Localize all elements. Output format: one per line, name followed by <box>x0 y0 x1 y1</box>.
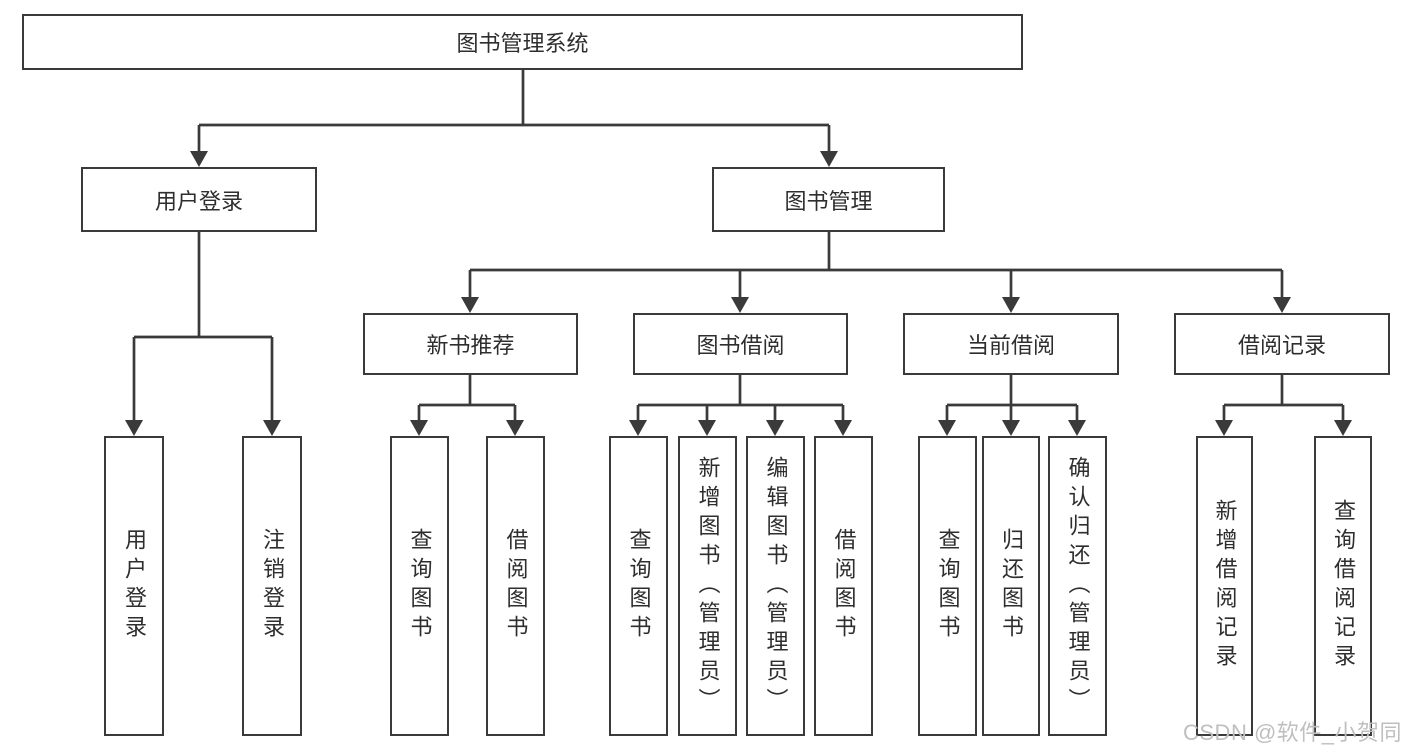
leaf-records-query-record: 查询借阅记录 <box>1314 436 1372 736</box>
leaf-current-confirm-return-admin: 确认归还（管理员） <box>1048 436 1107 736</box>
node-new-book-recommendation: 新书推荐 <box>363 313 578 375</box>
node-library-management-system: 图书管理系统 <box>22 14 1023 70</box>
arrow-down-icon <box>410 420 428 436</box>
arrow-down-icon <box>1002 420 1020 436</box>
arrow-down-icon <box>731 297 749 313</box>
arrow-down-icon <box>461 297 479 313</box>
node-current-borrowing: 当前借阅 <box>903 313 1119 375</box>
leaf-borrowing-add-books-admin: 新增图书（管理员） <box>678 436 737 736</box>
arrow-down-icon <box>1273 297 1291 313</box>
arrow-down-icon <box>938 420 956 436</box>
arrow-down-icon <box>820 151 838 167</box>
arrow-down-icon <box>629 420 647 436</box>
arrow-down-icon <box>1068 420 1086 436</box>
leaf-logout: 注销登录 <box>242 436 302 736</box>
node-book-management: 图书管理 <box>712 167 945 232</box>
leaf-records-add-record: 新增借阅记录 <box>1196 436 1253 736</box>
leaf-user-login: 用户登录 <box>104 436 164 736</box>
arrow-down-icon <box>190 151 208 167</box>
arrow-down-icon <box>1334 420 1352 436</box>
arrow-down-icon <box>125 420 143 436</box>
node-user-login: 用户登录 <box>81 167 317 232</box>
arrow-down-icon <box>1002 297 1020 313</box>
leaf-borrowing-query-books: 查询图书 <box>609 436 668 736</box>
leaf-newbook-borrow-books: 借阅图书 <box>486 436 545 736</box>
leaf-current-return-books: 归还图书 <box>982 436 1040 736</box>
leaf-current-query-books: 查询图书 <box>918 436 977 736</box>
arrow-down-icon <box>263 420 281 436</box>
leaf-borrowing-edit-books-admin: 编辑图书（管理员） <box>746 436 805 736</box>
leaf-newbook-query-books: 查询图书 <box>390 436 449 736</box>
node-book-borrowing: 图书借阅 <box>633 313 848 375</box>
node-borrowing-records: 借阅记录 <box>1174 313 1390 375</box>
leaf-borrowing-borrow-books: 借阅图书 <box>814 436 873 736</box>
arrow-down-icon <box>698 420 716 436</box>
arrow-down-icon <box>834 420 852 436</box>
arrow-down-icon <box>1215 420 1233 436</box>
arrow-down-icon <box>506 420 524 436</box>
arrow-down-icon <box>766 420 784 436</box>
